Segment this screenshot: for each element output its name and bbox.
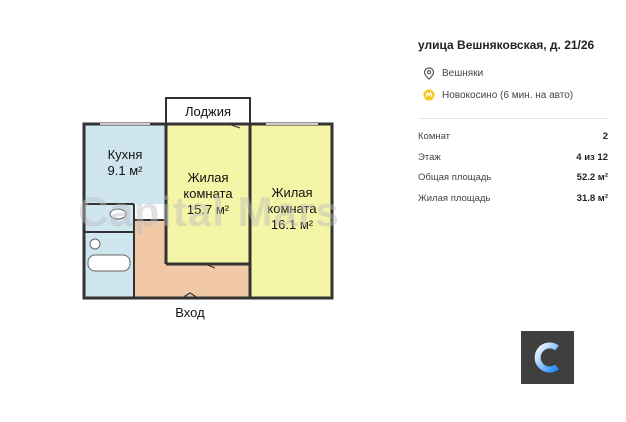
loggia-label: Лоджия <box>185 104 231 119</box>
prop-living-area-label: Жилая площадь <box>418 192 491 204</box>
room-15-7 <box>166 124 250 264</box>
kitchen-area: 9.1 м² <box>108 163 144 178</box>
room1-name2: комната <box>183 186 233 201</box>
info-panel: улица Вешняковская, д. 21/26 Вешняки Нов… <box>418 38 608 213</box>
prop-total-area: Общая площадь 52.2 м² <box>418 172 608 183</box>
prop-floor-label: Этаж <box>418 151 441 163</box>
room1-name1: Жилая <box>187 170 228 185</box>
entrance-label: Вход <box>175 305 205 320</box>
district-row: Вешняки <box>418 66 608 80</box>
prop-rooms-label: Комнат <box>418 131 451 142</box>
prop-living-area-value: 31.8 м² <box>576 192 608 204</box>
divider <box>418 118 608 119</box>
metro-row: Новокосино (6 мин. на авто) <box>418 88 608 102</box>
metro-label: Новокосино (6 мин. на авто) <box>442 89 574 101</box>
toilet-room <box>84 204 134 232</box>
district-label: Вешняки <box>442 67 484 79</box>
kitchen-name: Кухня <box>108 147 143 162</box>
bathtub-fixture <box>87 254 131 272</box>
sink-fixture <box>89 238 101 250</box>
room-16-1 <box>250 124 332 298</box>
floor-plan: Лоджия Кухня 9.1 м² Жилая комната 15.7 м… <box>82 97 334 320</box>
metro-icon <box>422 88 436 102</box>
room2-area: 16.1 м² <box>271 217 314 232</box>
location-pin-icon <box>422 66 436 80</box>
prop-total-area-value: 52.2 м² <box>576 172 608 183</box>
prop-total-area-label: Общая площадь <box>418 172 492 183</box>
room2-name1: Жилая <box>271 185 312 200</box>
kitchen-room <box>84 124 166 204</box>
prop-living-area: Жилая площадь 31.8 м² <box>418 193 608 204</box>
prop-rooms: Комнат 2 <box>418 131 608 142</box>
address-title: улица Вешняковская, д. 21/26 <box>418 38 595 52</box>
room1-area: 15.7 м² <box>187 202 230 217</box>
prop-floor-value: 4 из 12 <box>576 151 608 163</box>
prop-rooms-value: 2 <box>602 131 608 142</box>
capital-mars-logo <box>521 331 574 384</box>
hallway <box>134 220 250 298</box>
toilet-fixture <box>109 208 127 220</box>
room2-name2: комната <box>267 201 317 216</box>
prop-floor: Этаж 4 из 12 <box>418 152 608 163</box>
